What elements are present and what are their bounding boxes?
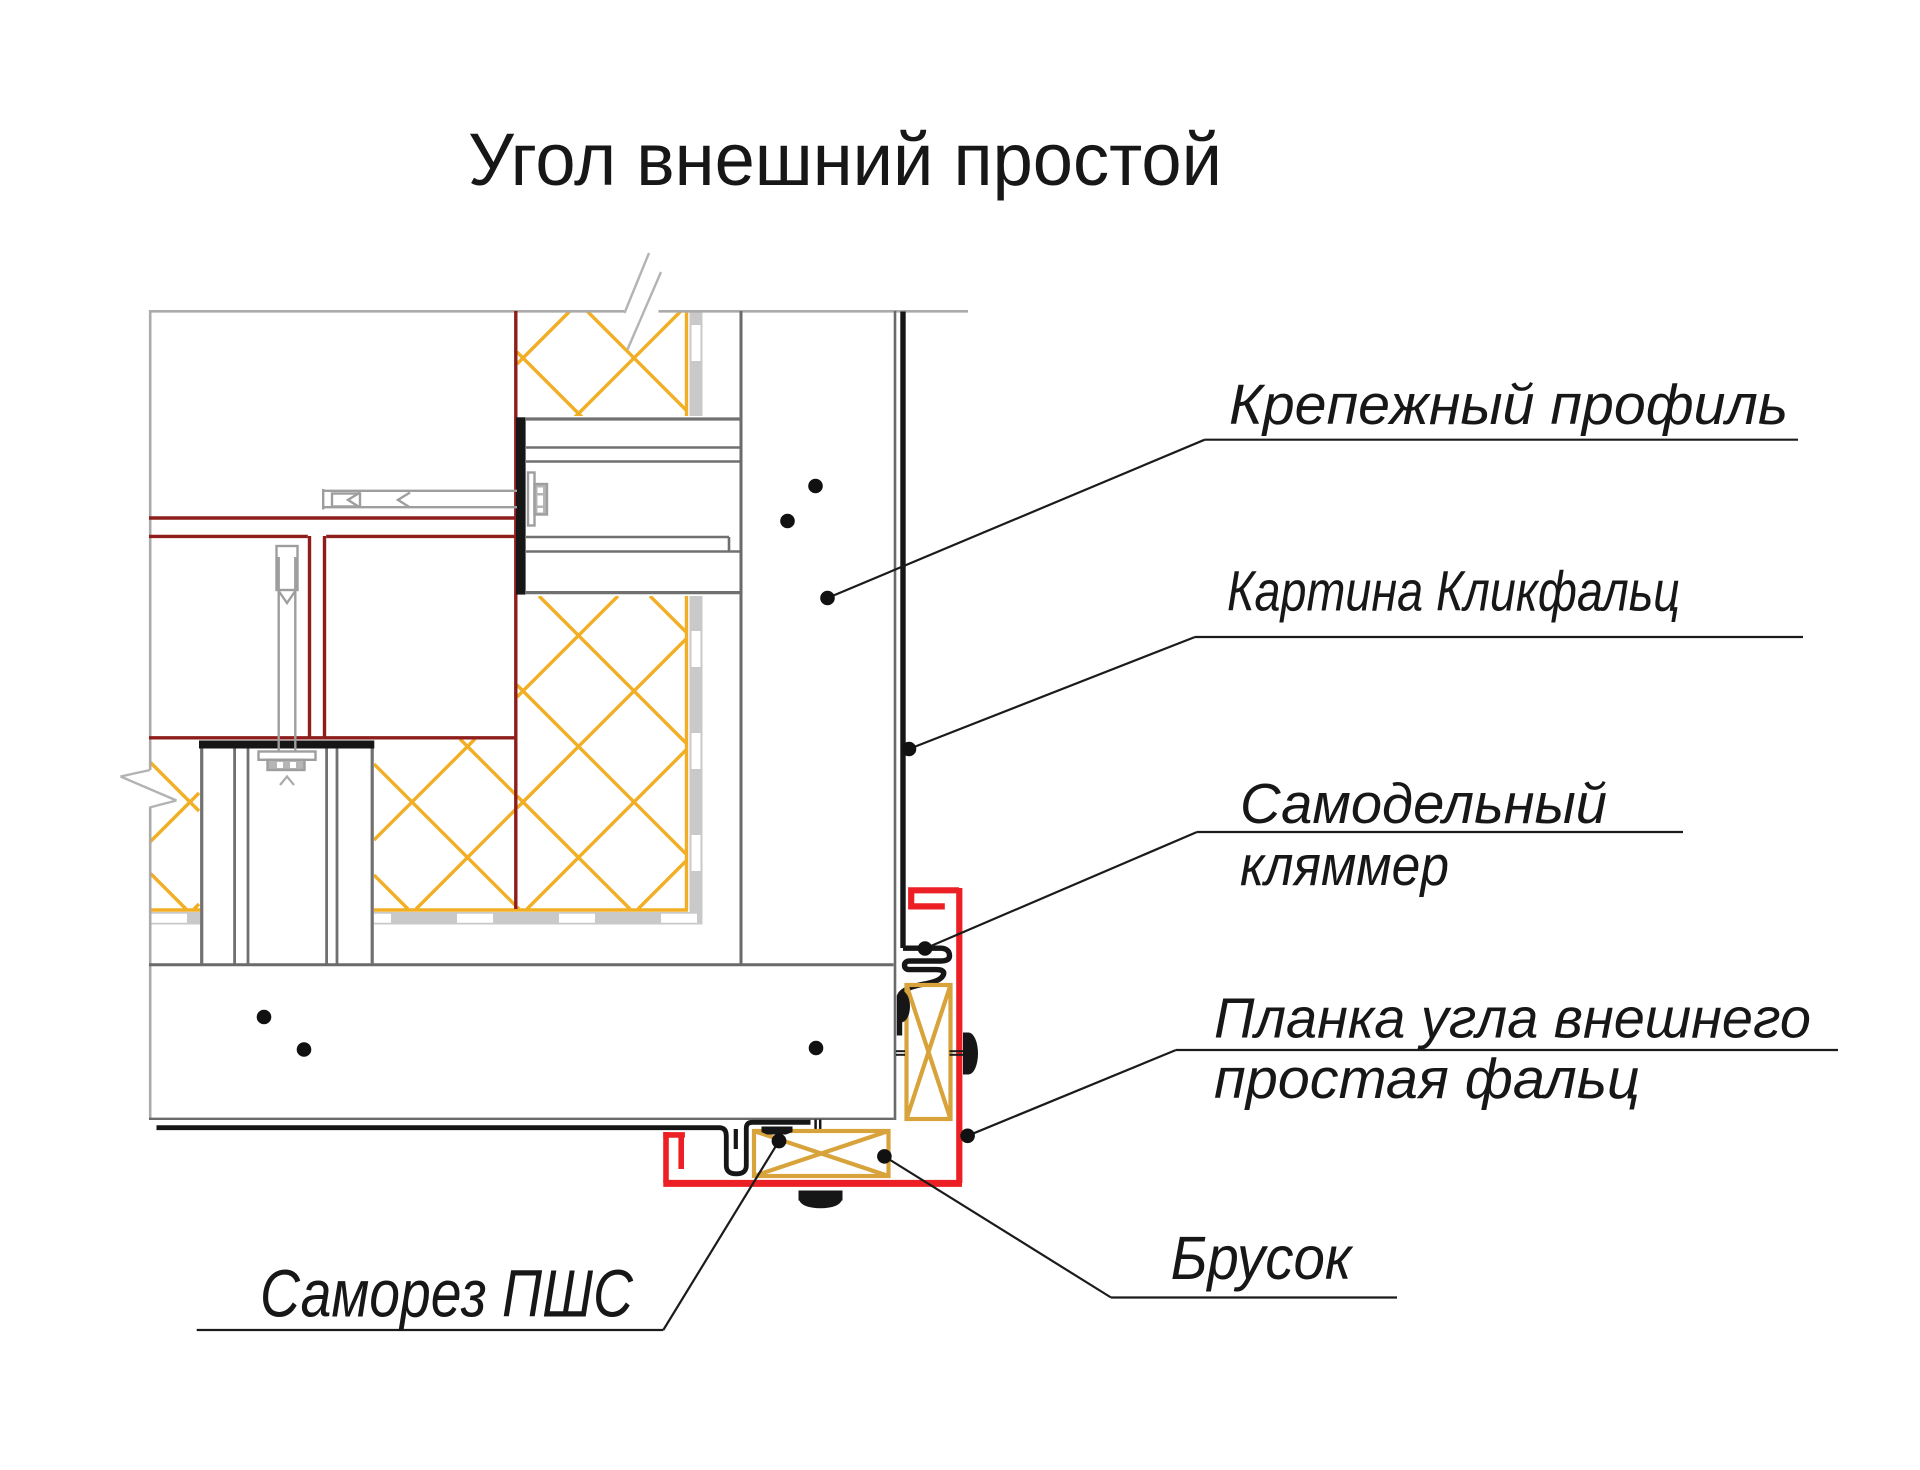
svg-text:кляммер: кляммер — [1240, 834, 1449, 898]
svg-text:Картина Кликфальц: Картина Кликфальц — [1227, 560, 1680, 624]
svg-text:Самодельный: Самодельный — [1240, 772, 1607, 836]
svg-text:простая фальц: простая фальц — [1214, 1047, 1640, 1111]
svg-text:Брусок: Брусок — [1171, 1224, 1355, 1293]
svg-text:Саморез ПШС: Саморез ПШС — [260, 1257, 634, 1332]
svg-text:Крепежный профиль: Крепежный профиль — [1229, 373, 1788, 437]
svg-text:Угол внешний простой: Угол внешний простой — [468, 118, 1222, 201]
svg-text:Планка угла внешнего: Планка угла внешнего — [1214, 987, 1811, 1051]
